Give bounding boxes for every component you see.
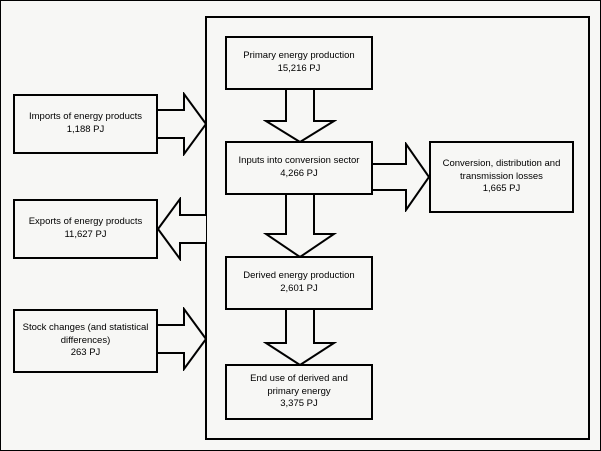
node-primary-energy-production-label: Primary energy production 15,216 PJ	[243, 50, 355, 74]
node-imports-of-energy-products: Imports of energy products 1,188 PJ	[13, 94, 158, 154]
node-inputs-into-conversion-sector: Inputs into conversion sector 4,266 PJ	[225, 141, 373, 195]
arrow-right-icon-stock-changes-into-system	[157, 307, 207, 371]
arrow-left-icon-exports-out-of-system	[157, 197, 207, 261]
node-exports-of-energy-products-label: Exports of energy products 11,627 PJ	[28, 216, 143, 240]
node-primary-energy-production: Primary energy production 15,216 PJ	[225, 36, 373, 90]
arrow-down-icon-inputs-to-derived	[263, 194, 337, 258]
arrow-down-icon-primary-to-inputs	[263, 89, 337, 143]
node-end-use-energy: End use of derived and primary energy 3,…	[225, 364, 373, 420]
node-end-use-energy-label: End use of derived and primary energy 3,…	[250, 372, 348, 410]
node-inputs-into-conversion-sector-label: Inputs into conversion sector 4,266 PJ	[238, 155, 360, 179]
node-derived-energy-production: Derived energy production 2,601 PJ	[225, 256, 373, 310]
node-conversion-distribution-transmission-losses-label: Conversion, distribution and transmissio…	[442, 157, 561, 195]
node-imports-of-energy-products-label: Imports of energy products 1,188 PJ	[29, 111, 142, 135]
node-derived-energy-production-label: Derived energy production 2,601 PJ	[243, 270, 355, 294]
arrow-right-icon-inputs-to-losses	[372, 142, 431, 212]
node-stock-changes-label: Stock changes (and statistical differenc…	[22, 321, 149, 359]
arrow-down-icon-derived-to-enduse	[263, 309, 337, 366]
node-stock-changes: Stock changes (and statistical differenc…	[13, 309, 158, 373]
arrow-right-icon-imports-into-system	[157, 92, 207, 156]
node-conversion-distribution-transmission-losses: Conversion, distribution and transmissio…	[429, 141, 574, 213]
node-exports-of-energy-products: Exports of energy products 11,627 PJ	[13, 199, 158, 259]
